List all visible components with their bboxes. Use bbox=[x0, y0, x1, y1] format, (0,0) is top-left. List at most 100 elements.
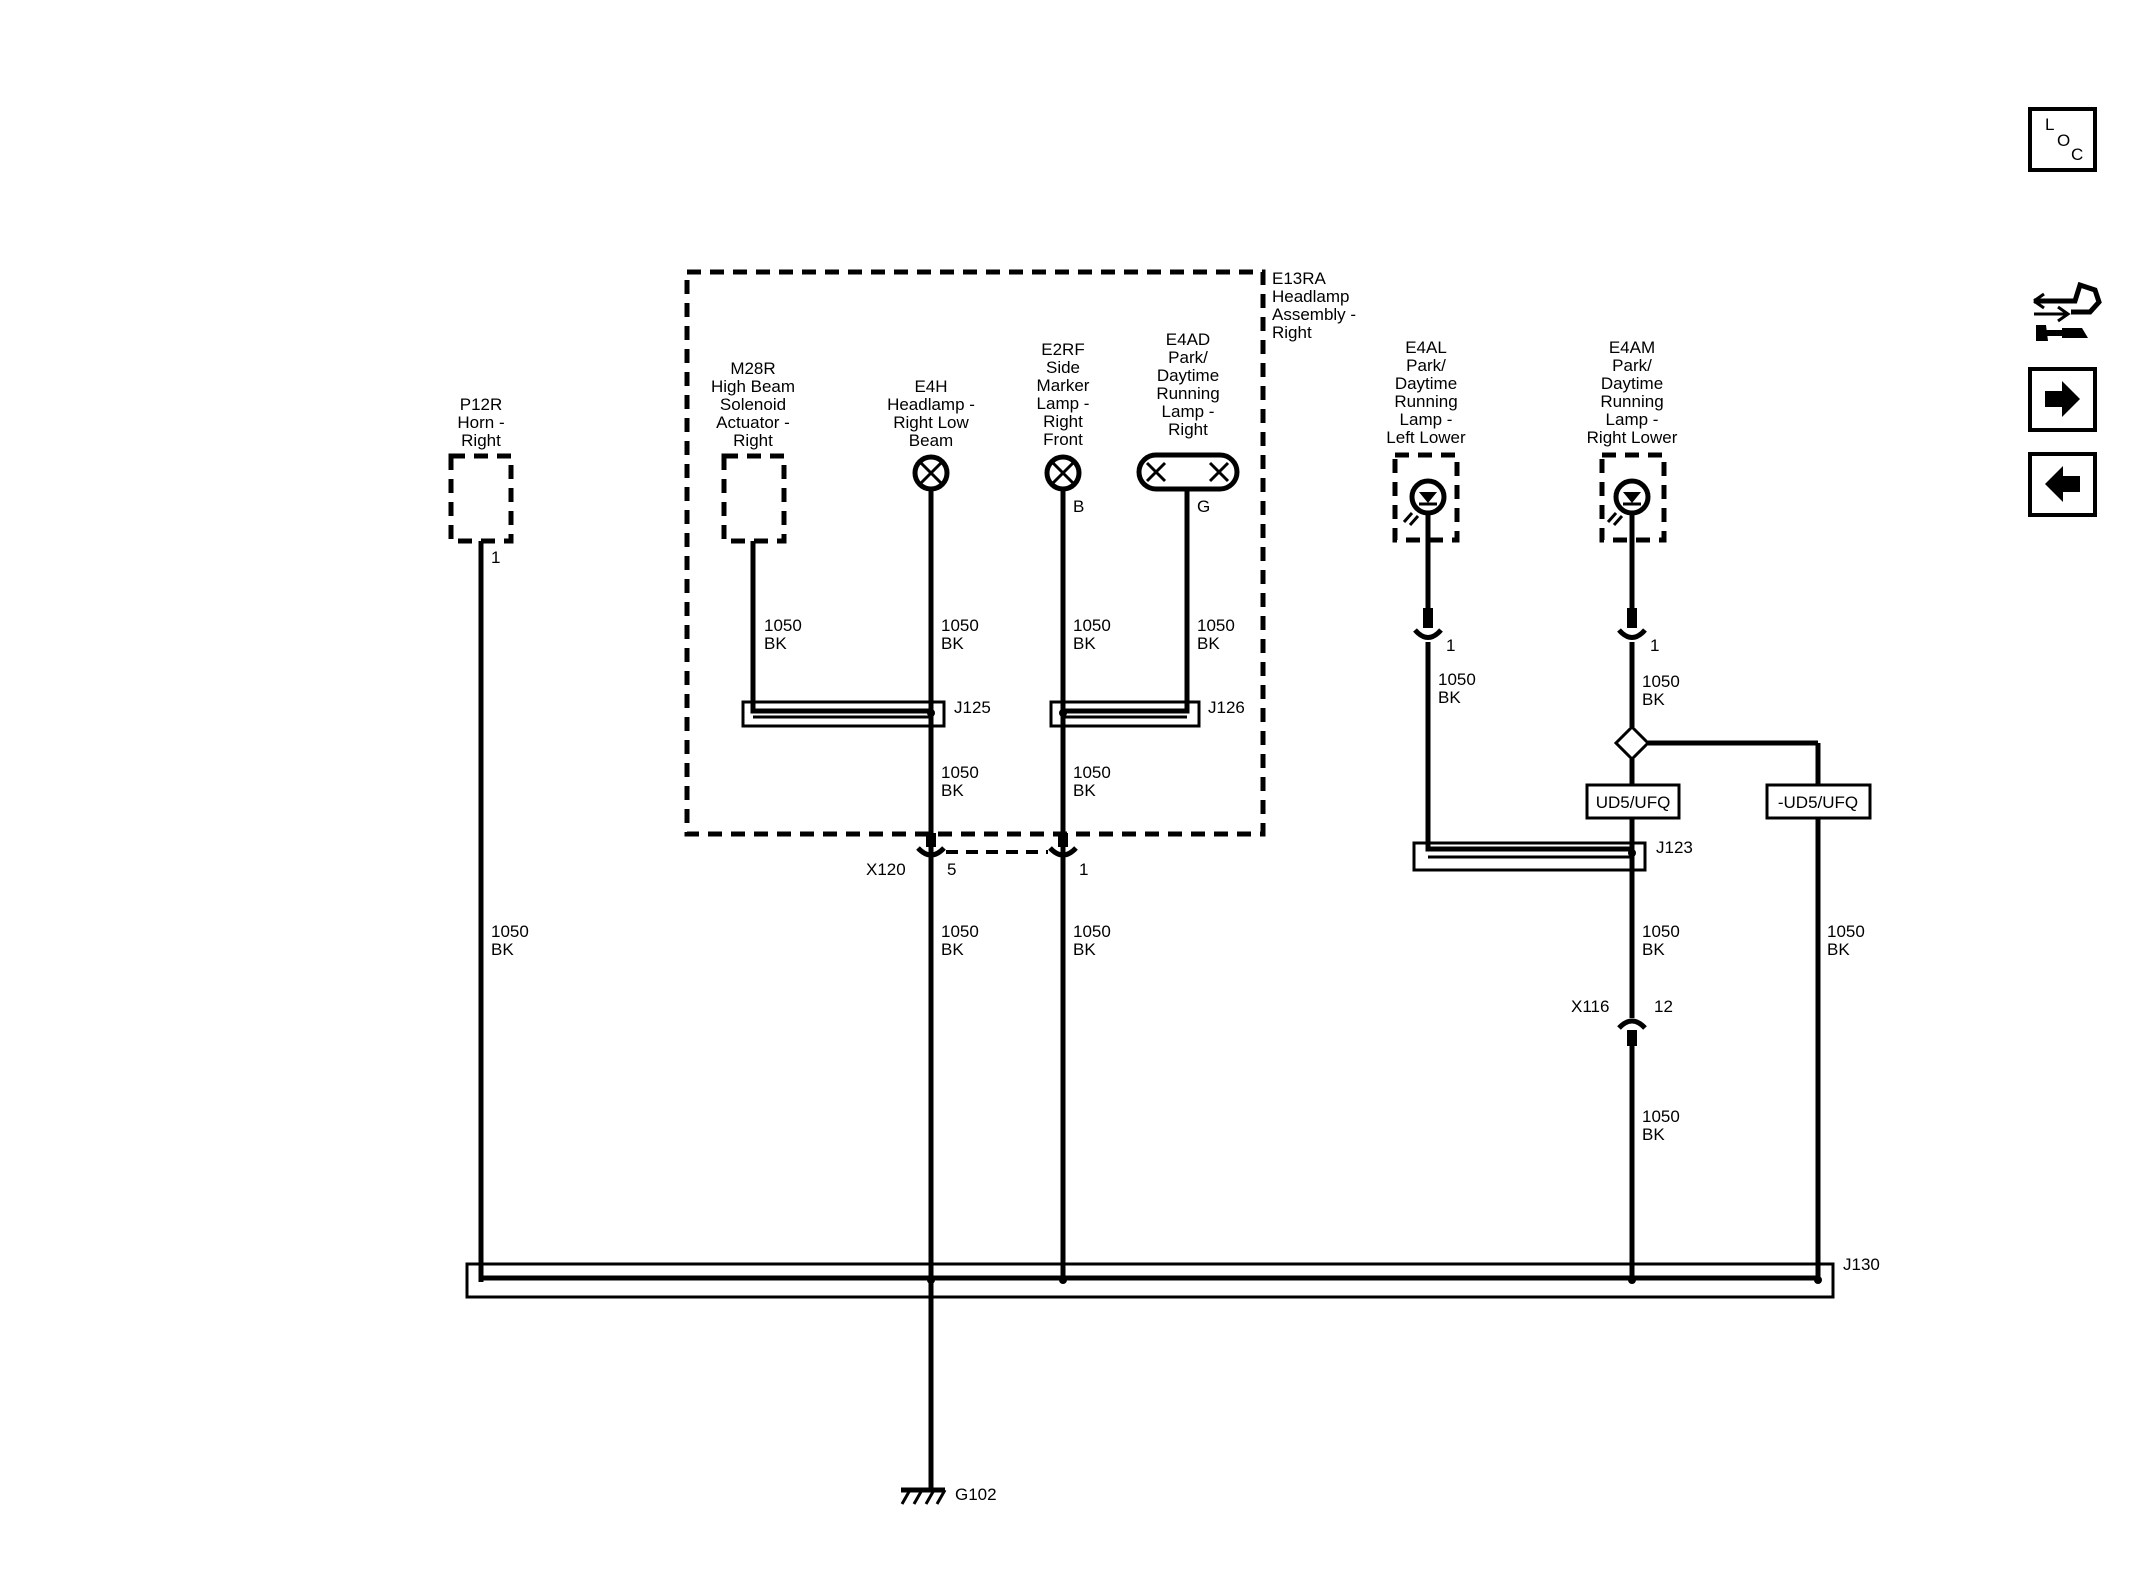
svg-text:Daytime: Daytime bbox=[1395, 374, 1457, 393]
next-page-button[interactable] bbox=[2028, 367, 2097, 432]
svg-text:Lamp -: Lamp - bbox=[1037, 394, 1090, 413]
svg-text:C: C bbox=[2071, 145, 2083, 164]
wire-label-option-without: 1050 BK bbox=[1827, 922, 1865, 959]
svg-text:BK: BK bbox=[1827, 940, 1850, 959]
wire-park-drl-right bbox=[1063, 489, 1190, 714]
svg-text:Right Lower: Right Lower bbox=[1587, 428, 1678, 447]
svg-text:E4AL: E4AL bbox=[1405, 338, 1447, 357]
high-beam-actuator-box bbox=[721, 453, 787, 544]
svg-text:Park/: Park/ bbox=[1406, 356, 1446, 375]
svg-text:BK: BK bbox=[941, 781, 964, 800]
connector-tool-button[interactable] bbox=[2033, 281, 2102, 341]
park-drl-left-lower-pin-label: 1 bbox=[1446, 636, 1455, 655]
svg-text:1050: 1050 bbox=[1073, 616, 1111, 635]
component-park-drl-left-lower-label: E4AL Park/ Daytime Running Lamp - Left L… bbox=[1386, 338, 1466, 447]
option-without-box: -UD5/UFQ bbox=[1765, 783, 1872, 820]
connector-park-drl-left-lower bbox=[1413, 608, 1443, 640]
svg-text:Side: Side bbox=[1046, 358, 1080, 377]
arrow-right-icon bbox=[2045, 381, 2080, 417]
headlamp-low-bulb-icon bbox=[912, 454, 950, 492]
park-drl-right-lower-pin-label: 1 bbox=[1650, 636, 1659, 655]
svg-text:E4H: E4H bbox=[914, 377, 947, 396]
svg-text:Front: Front bbox=[1043, 430, 1083, 449]
svg-text:Right: Right bbox=[1043, 412, 1083, 431]
svg-text:E13RA: E13RA bbox=[1272, 269, 1327, 288]
loc-button[interactable]: L O C bbox=[2028, 107, 2097, 172]
svg-text:Horn -: Horn - bbox=[457, 413, 504, 432]
svg-text:Right: Right bbox=[733, 431, 773, 450]
arrow-left-icon bbox=[2045, 466, 2080, 502]
splice-j123 bbox=[1412, 841, 1647, 872]
connector-x120-pin-a: 5 bbox=[947, 860, 956, 879]
component-high-beam-actuator-label: M28R High Beam Solenoid Actuator - Right bbox=[711, 359, 795, 450]
park-drl-right-double-bulb-icon bbox=[1136, 452, 1240, 492]
side-marker-pin-label: B bbox=[1073, 497, 1084, 516]
park-drl-right-lower-led-icon bbox=[1606, 478, 1651, 526]
svg-text:Park/: Park/ bbox=[1612, 356, 1652, 375]
connector-x120-label: X120 bbox=[866, 860, 906, 879]
wire-label-park-drl-right-lower-lower: 1050 BK bbox=[1642, 1107, 1680, 1144]
connector-x116 bbox=[1617, 1018, 1647, 1046]
svg-text:BK: BK bbox=[1197, 634, 1220, 653]
splice-j126-label: J126 bbox=[1208, 698, 1245, 717]
svg-text:1050: 1050 bbox=[941, 616, 979, 635]
svg-text:Running: Running bbox=[1600, 392, 1663, 411]
svg-text:BK: BK bbox=[941, 940, 964, 959]
svg-text:Actuator -: Actuator - bbox=[716, 413, 790, 432]
component-horn-label: P12R Horn - Right bbox=[457, 395, 504, 450]
svg-text:Lamp -: Lamp - bbox=[1400, 410, 1453, 429]
svg-text:1050: 1050 bbox=[764, 616, 802, 635]
splice-j126 bbox=[1049, 700, 1201, 728]
splice-j130 bbox=[465, 1262, 1835, 1299]
splice-j125 bbox=[741, 700, 946, 728]
svg-text:Left Lower: Left Lower bbox=[1386, 428, 1466, 447]
connector-tool-icon bbox=[2033, 281, 2102, 341]
component-park-drl-right-label: E4AD Park/ Daytime Running Lamp - Right bbox=[1156, 330, 1219, 439]
svg-text:BK: BK bbox=[1073, 634, 1096, 653]
component-park-drl-right-lower-label: E4AM Park/ Daytime Running Lamp - Right … bbox=[1587, 338, 1678, 447]
svg-text:BK: BK bbox=[1073, 940, 1096, 959]
horn-pin-label: 1 bbox=[491, 548, 500, 567]
side-marker-bulb-icon bbox=[1044, 454, 1082, 492]
svg-text:Right: Right bbox=[1272, 323, 1312, 342]
wire-label-park-drl-right: 1050 BK bbox=[1197, 616, 1235, 653]
wire-high-beam-actuator bbox=[750, 541, 931, 714]
wire-label-park-drl-left-lower: 1050 BK bbox=[1438, 670, 1476, 707]
wire-label-horn: 1050 BK bbox=[491, 922, 529, 959]
component-side-marker-label: E2RF Side Marker Lamp - Right Front bbox=[1037, 340, 1090, 449]
svg-text:Right Low: Right Low bbox=[893, 413, 969, 432]
park-drl-right-lower-box bbox=[1599, 452, 1667, 543]
svg-text:1050: 1050 bbox=[1642, 922, 1680, 941]
wire-park-drl-left-lower bbox=[1425, 642, 1632, 852]
horn-component-box bbox=[448, 453, 514, 544]
previous-page-button[interactable] bbox=[2028, 452, 2097, 517]
connector-x120-pin-b: 1 bbox=[1079, 860, 1088, 879]
ground-label: G102 bbox=[955, 1485, 997, 1504]
wire-label-side-marker-upper: 1050 BK bbox=[1073, 616, 1111, 653]
assembly-label: E13RA Headlamp Assembly - Right bbox=[1272, 269, 1356, 342]
svg-text:High Beam: High Beam bbox=[711, 377, 795, 396]
svg-text:P12R: P12R bbox=[460, 395, 503, 414]
assembly-boundary bbox=[684, 269, 1266, 837]
svg-text:1050: 1050 bbox=[1642, 672, 1680, 691]
svg-text:M28R: M28R bbox=[730, 359, 775, 378]
wire-label-headlamp-low-mid: 1050 BK bbox=[941, 763, 979, 800]
svg-text:1050: 1050 bbox=[941, 922, 979, 941]
svg-text:E4AD: E4AD bbox=[1166, 330, 1210, 349]
component-headlamp-low-label: E4H Headlamp - Right Low Beam bbox=[887, 377, 975, 450]
svg-text:1050: 1050 bbox=[491, 922, 529, 941]
svg-text:Running: Running bbox=[1394, 392, 1457, 411]
loc-icon: L bbox=[2045, 115, 2054, 134]
park-drl-right-pin-label: G bbox=[1197, 497, 1210, 516]
park-drl-left-lower-box bbox=[1392, 452, 1460, 543]
svg-text:O: O bbox=[2057, 131, 2070, 150]
wire-label-park-drl-right-lower-upper: 1050 BK bbox=[1642, 672, 1680, 709]
svg-text:1050: 1050 bbox=[1642, 1107, 1680, 1126]
connector-park-drl-right-lower bbox=[1617, 608, 1647, 640]
splice-j130-label: J130 bbox=[1843, 1255, 1880, 1274]
svg-text:Assembly -: Assembly - bbox=[1272, 305, 1356, 324]
wire-label-headlamp-low-upper: 1050 BK bbox=[941, 616, 979, 653]
svg-text:1050: 1050 bbox=[1073, 763, 1111, 782]
svg-text:Lamp -: Lamp - bbox=[1162, 402, 1215, 421]
